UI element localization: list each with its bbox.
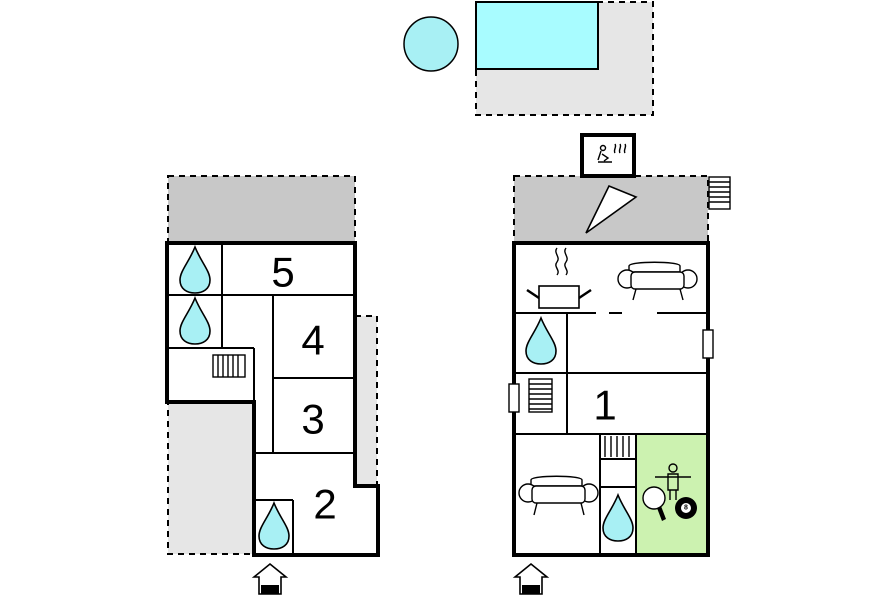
left-building: 5 4 3 2 bbox=[165, 175, 380, 595]
pool-area bbox=[403, 1, 654, 116]
terrace-bottom-left bbox=[167, 401, 255, 555]
terrace-side-left bbox=[354, 315, 378, 487]
kitchen-pot-icon bbox=[526, 247, 592, 309]
room-number-1: 1 bbox=[593, 382, 616, 429]
svg-text:8: 8 bbox=[684, 505, 688, 512]
left-building-walls bbox=[165, 241, 380, 557]
table-tennis-icon bbox=[642, 486, 666, 521]
staircase-icon bbox=[604, 436, 630, 457]
terrace-top-left bbox=[167, 175, 356, 244]
entrance-icon bbox=[512, 562, 550, 595]
sauna-room bbox=[580, 133, 636, 178]
room-number-4: 4 bbox=[301, 317, 324, 364]
bathroom-drop-icon bbox=[179, 244, 211, 294]
window-icon bbox=[702, 329, 714, 359]
bathroom-drop-icon bbox=[602, 492, 634, 542]
staircase-icon bbox=[528, 378, 553, 413]
sofa-icon bbox=[518, 475, 599, 516]
bathroom-drop-icon bbox=[258, 500, 290, 550]
bathroom-drop-icon bbox=[525, 315, 557, 365]
pool-icon bbox=[475, 1, 599, 70]
sunshade-icon bbox=[585, 184, 638, 234]
right-building: 1 bbox=[508, 133, 731, 595]
sauna-icon bbox=[597, 143, 627, 163]
room-number-5: 5 bbox=[271, 249, 294, 296]
window-icon bbox=[508, 383, 520, 413]
staircase-icon bbox=[212, 354, 246, 378]
room-number-3: 3 bbox=[301, 396, 324, 443]
staircase-icon bbox=[708, 176, 731, 210]
hot-tub-icon bbox=[403, 16, 459, 72]
billiards-ball-icon: 8 bbox=[675, 497, 697, 519]
table-football-icon bbox=[655, 463, 691, 500]
sofa-icon bbox=[617, 261, 698, 301]
bathroom-drop-icon bbox=[179, 295, 211, 345]
entrance-icon bbox=[251, 562, 289, 595]
room-number-2: 2 bbox=[313, 481, 336, 528]
